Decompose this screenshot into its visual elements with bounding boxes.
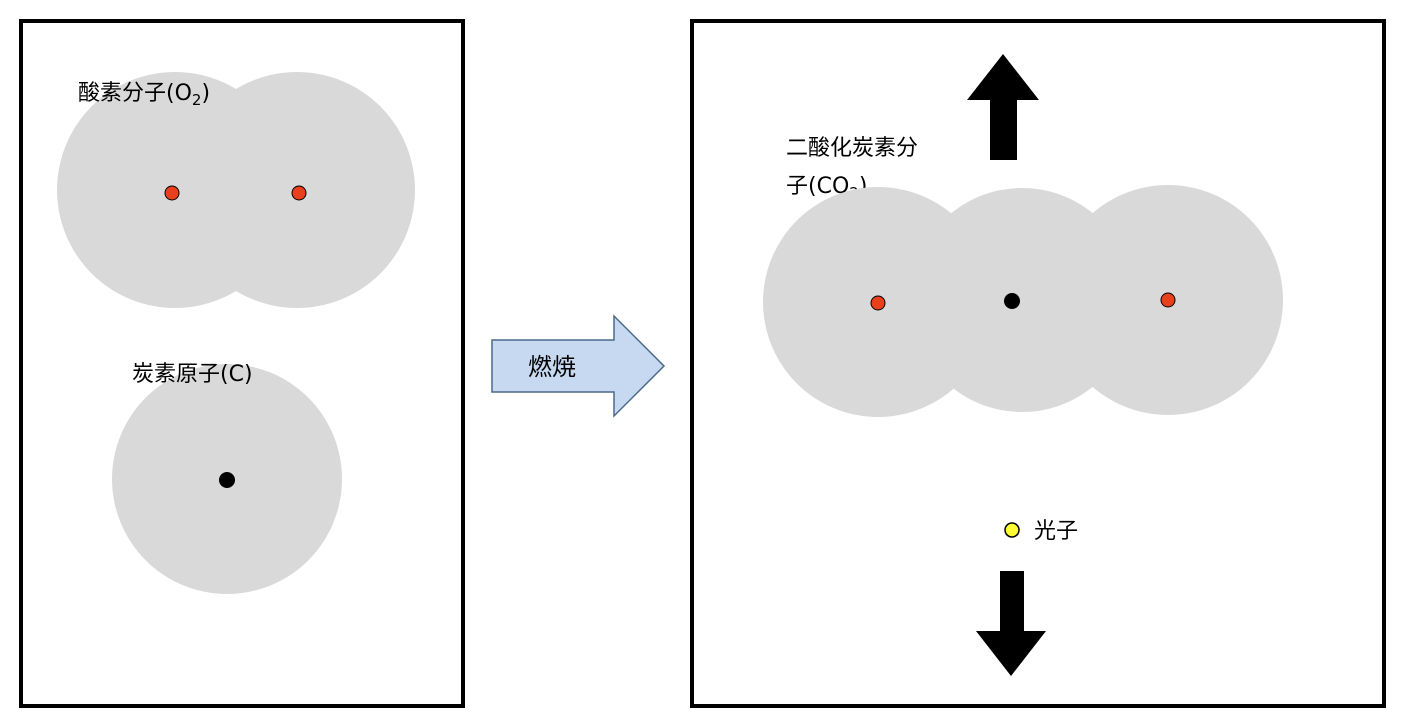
- co2-molecule: [763, 185, 1283, 417]
- up-arrow-icon: [967, 54, 1039, 160]
- oxygen-label-end: ): [201, 81, 210, 106]
- oxygen-label-subscript: 2: [192, 91, 202, 109]
- carbon-atom: [112, 364, 342, 594]
- oxygen-nucleus-left: [164, 185, 180, 201]
- co2-oxygen-nucleus-right: [1160, 292, 1176, 308]
- photon-label: 光子: [1034, 519, 1078, 544]
- carbon-nucleus: [219, 472, 235, 488]
- reaction-arrow: 燃焼: [491, 314, 666, 418]
- co2-molecule-label-line1: 二酸化炭素分: [786, 136, 918, 161]
- co2-carbon-nucleus: [1004, 293, 1020, 309]
- down-arrow-icon: [976, 571, 1046, 676]
- co2-label-end: ): [859, 174, 868, 199]
- reaction-arrow-shape: [491, 314, 666, 418]
- co2-oxygen-nucleus-left: [870, 295, 886, 311]
- reaction-arrow-label: 燃焼: [528, 353, 576, 381]
- oxygen-nucleus-right: [291, 185, 307, 201]
- carbon-atom-label: 炭素原子(C): [132, 362, 253, 387]
- oxygen-label-main: 酸素分子(O: [78, 81, 192, 106]
- photon-icon: [1004, 522, 1020, 538]
- oxygen-molecule-label: 酸素分子(O2): [78, 81, 210, 109]
- oxygen-molecule: [57, 72, 415, 308]
